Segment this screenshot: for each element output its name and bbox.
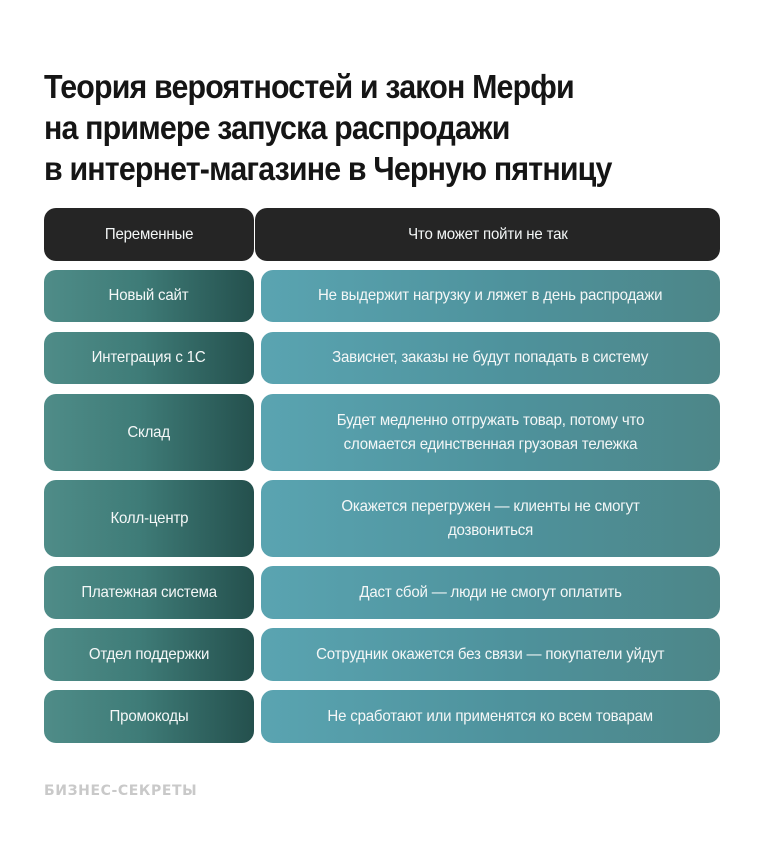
table-header-row: Переменные Что может пойти не так <box>44 208 720 261</box>
variable-label: Склад <box>127 423 171 441</box>
risk-label: Не выдержит нагрузку и ляжет в день расп… <box>318 287 663 304</box>
header-label: Переменные <box>104 225 194 243</box>
title-line: Теория вероятностей и закон Мерфи <box>44 68 575 105</box>
risk-label: Окажется перегружен — клиенты не смогут … <box>341 497 640 539</box>
risk-label: Будет медленно отгружать товар, потому ч… <box>336 411 645 453</box>
title-line: в интернет-магазине в Черную пятницу <box>44 150 612 187</box>
table-row: Интеграция с 1С Зависнет, заказы не буду… <box>44 332 720 384</box>
variable-cell: Отдел поддержки <box>44 628 254 681</box>
table-row: Отдел поддержки Сотрудник окажется без с… <box>44 628 720 681</box>
title-line: на примере запуска распродажи <box>44 109 510 146</box>
risk-label: Зависнет, заказы не будут попадать в сис… <box>332 349 649 366</box>
variable-label: Промокоды <box>109 707 189 725</box>
page-title: Теория вероятностей и закон Мерфи на при… <box>44 66 688 189</box>
variable-label: Отдел поддержки <box>88 645 210 663</box>
table-row: Склад Будет медленно отгружать товар, по… <box>44 394 720 471</box>
header-risks: Что может пойти не так <box>255 208 720 261</box>
table-row: Новый сайт Не выдержит нагрузку и ляжет … <box>44 270 720 322</box>
variable-cell: Колл-центр <box>44 480 254 557</box>
header-variables: Переменные <box>44 208 254 261</box>
header-label: Что может пойти не так <box>407 225 568 243</box>
risk-cell: Не сработают или применятся ко всем това… <box>261 690 720 743</box>
risk-label: Сотрудник окажется без связи — покупател… <box>316 645 665 663</box>
risk-cell: Зависнет, заказы не будут попадать в сис… <box>261 332 720 384</box>
risk-cell: Даст сбой — люди не смогут оплатить <box>261 566 720 619</box>
variable-cell: Промокоды <box>44 690 254 743</box>
risk-label: Не сработают или применятся ко всем това… <box>327 707 654 725</box>
risk-label: Даст сбой — люди не смогут оплатить <box>359 583 622 601</box>
risk-cell: Сотрудник окажется без связи — покупател… <box>261 628 720 681</box>
table-row: Колл-центр Окажется перегружен — клиенты… <box>44 480 720 557</box>
variable-label: Новый сайт <box>109 287 189 304</box>
variable-label: Интеграция с 1С <box>92 349 206 366</box>
brand-logo: БИЗНЕС-СЕКРЕТЫ <box>44 783 198 799</box>
variable-cell: Интеграция с 1С <box>44 332 254 384</box>
risk-cell: Окажется перегружен — клиенты не смогут … <box>261 480 720 557</box>
risk-cell: Не выдержит нагрузку и ляжет в день расп… <box>261 270 720 322</box>
risk-cell: Будет медленно отгружать товар, потому ч… <box>261 394 720 471</box>
table-row: Платежная система Даст сбой — люди не см… <box>44 566 720 619</box>
variable-cell: Платежная система <box>44 566 254 619</box>
variable-label: Колл-центр <box>110 509 188 527</box>
variable-cell: Склад <box>44 394 254 471</box>
variable-label: Платежная система <box>81 583 217 601</box>
table-row: Промокоды Не сработают или применятся ко… <box>44 690 720 743</box>
variable-cell: Новый сайт <box>44 270 254 322</box>
